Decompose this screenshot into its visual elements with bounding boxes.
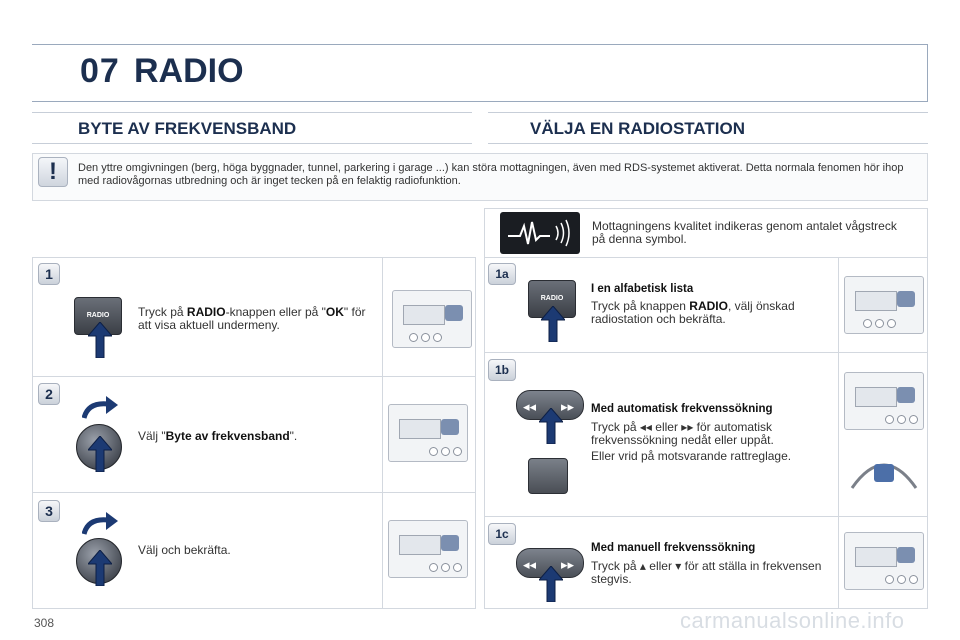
- arrow-up-icon: [539, 408, 563, 444]
- radio-unit-image: [844, 372, 924, 430]
- step-1a-heading: I en alfabetisk lista: [591, 283, 694, 295]
- step-badge-3: 3: [38, 500, 60, 522]
- step-badge-2: 2: [38, 383, 60, 405]
- step-badge-1c: 1c: [488, 523, 516, 545]
- step-1a-text: Tryck på knappen RADIO, välj önskad radi…: [591, 299, 795, 326]
- step-1c-heading: Med manuell frekvenssökning: [591, 542, 756, 554]
- right-divider-2: [484, 516, 928, 517]
- right-divider-1: [484, 352, 928, 353]
- section-title-right: VÄLJA EN RADIOSTATION: [530, 119, 746, 138]
- radio-unit-image: [392, 290, 472, 348]
- right-vertical-divider: [838, 257, 839, 609]
- arrow-up-icon: [88, 550, 112, 586]
- svg-text:◂◂: ◂◂: [523, 558, 537, 573]
- step-badge-1: 1: [38, 263, 60, 285]
- steering-control-image: [528, 458, 568, 494]
- warning-box: [32, 153, 928, 201]
- arrow-up-icon: [539, 566, 563, 602]
- seek-forward-icon: ▸▸: [681, 420, 694, 434]
- section-bar-left: BYTE AV FREKVENSBAND: [32, 112, 472, 144]
- arrow-up-icon: [88, 436, 112, 472]
- svg-text:▸▸: ▸▸: [561, 558, 575, 573]
- step-1c-text: Tryck på ▴ eller ▾ för att ställa in fre…: [591, 559, 822, 586]
- step-1b-heading: Med automatisk frekvenssökning: [591, 403, 773, 415]
- warning-text: Den yttre omgivningen (berg, höga byggna…: [78, 162, 904, 187]
- chapter-number: 07: [80, 52, 120, 90]
- page-number: 308: [34, 616, 55, 630]
- section-bar-right: VÄLJA EN RADIOSTATION: [488, 112, 928, 144]
- left-divider-2: [32, 492, 476, 493]
- radio-unit-image: [844, 276, 924, 334]
- watermark: carmanualsonline.info: [680, 608, 905, 633]
- step-2-text: Välj "Byte av frekvensband".: [138, 429, 298, 443]
- step-1b-text: Tryck på ◂◂ eller ▸▸ för automatisk frek…: [591, 420, 774, 447]
- arrow-up-icon: [88, 322, 112, 358]
- tune-up-icon: ▴: [639, 559, 646, 573]
- section-title-left: BYTE AV FREKVENSBAND: [78, 119, 297, 138]
- signal-quality-icon: [500, 212, 580, 254]
- page-title: RADIO: [134, 52, 244, 90]
- left-vertical-divider: [382, 257, 383, 609]
- arrow-up-icon: [541, 306, 565, 342]
- radio-unit-image: [388, 520, 468, 578]
- step-badge-1a: 1a: [488, 263, 516, 285]
- radio-unit-image: [388, 404, 468, 462]
- svg-text:▸▸: ▸▸: [561, 400, 575, 415]
- rotate-arrow-icon: [82, 512, 118, 535]
- radio-unit-image: [844, 532, 924, 590]
- signal-note-text: Mottagningens kvalitet indikeras genom a…: [592, 219, 897, 246]
- exclamation-icon: !: [38, 157, 68, 187]
- step-badge-1b: 1b: [488, 359, 516, 381]
- seek-back-icon: ◂◂: [639, 420, 652, 434]
- rotate-arrow-icon: [82, 396, 118, 419]
- step-3-text: Välj och bekräfta.: [138, 543, 231, 557]
- tune-down-icon: ▾: [675, 559, 682, 573]
- header-frame: [32, 44, 928, 102]
- svg-text:◂◂: ◂◂: [523, 400, 537, 415]
- step-1b-extra: Eller vrid på motsvarande rattreglage.: [591, 449, 792, 463]
- step-1-text: Tryck på RADIO-knappen eller på "OK" för…: [138, 305, 366, 332]
- left-divider-1: [32, 376, 476, 377]
- steering-wheel-image: [850, 463, 918, 489]
